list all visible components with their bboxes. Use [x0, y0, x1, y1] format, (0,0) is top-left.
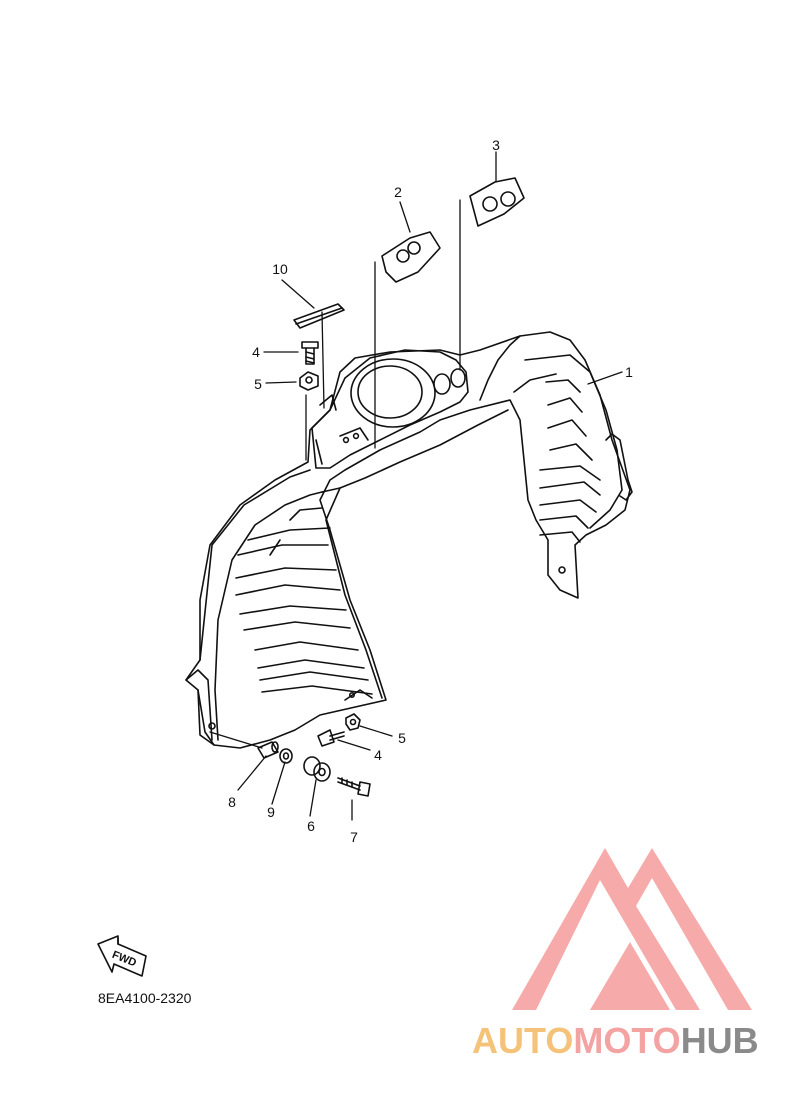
callout-4-upper: 4 [252, 344, 260, 360]
washer-part-9 [279, 748, 293, 764]
screw-part-4-upper [301, 341, 319, 365]
watermark-hub: HUB [680, 1020, 759, 1061]
screw-part-4-lower [317, 729, 345, 747]
bracket-part-3 [469, 177, 525, 227]
callout-3: 3 [492, 137, 500, 153]
bracket-part-2 [381, 231, 441, 283]
nut-part-5-upper [299, 371, 319, 391]
callout-7: 7 [350, 829, 358, 845]
callout-6: 6 [307, 818, 315, 834]
strip-part-10 [293, 303, 345, 329]
leader-lines [209, 151, 623, 821]
watermark-auto: AUTO [472, 1020, 574, 1061]
automotohub-logo-icon [512, 848, 752, 1010]
collar-part-8 [257, 741, 279, 759]
callout-2: 2 [394, 184, 402, 200]
callout-4-lower: 4 [374, 747, 382, 763]
diagram-code: 8EA4100-2320 [98, 990, 192, 1006]
watermark-wordmark: AUTOMOTOHUB [472, 1020, 759, 1062]
nut-part-5-lower [345, 713, 361, 731]
callout-1: 1 [625, 364, 633, 380]
callout-8: 8 [228, 794, 236, 810]
callout-9: 9 [267, 804, 275, 820]
callout-5-lower: 5 [398, 730, 406, 746]
fwd-arrow-icon [97, 935, 147, 977]
bolt-part-7 [337, 777, 371, 797]
inner-panel-part [185, 331, 633, 749]
grommet-part-6 [303, 756, 331, 782]
fwd-label: FWD [110, 949, 138, 970]
watermark-moto: MOTO [573, 1020, 681, 1061]
callout-10: 10 [272, 261, 288, 277]
callout-5-upper: 5 [254, 376, 262, 392]
